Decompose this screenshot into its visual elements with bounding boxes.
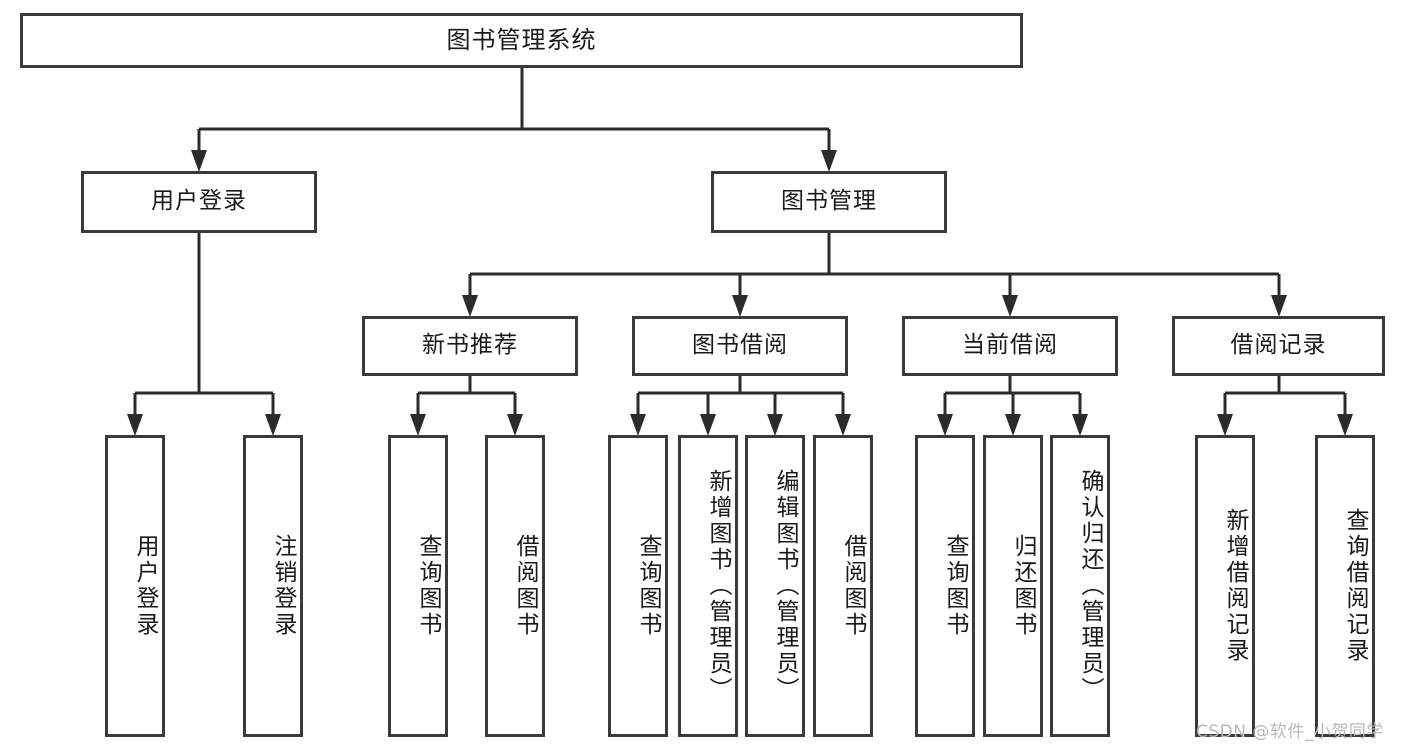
- node-label: 新增图书（管理员）: [705, 469, 731, 703]
- node-label: 确认归还（管理员）: [1077, 469, 1103, 703]
- node-label: 新增借阅记录: [1222, 508, 1248, 664]
- node-label: 借阅记录: [1230, 332, 1327, 359]
- node-leaf-edit-book[interactable]: 编辑图书（管理员）: [745, 435, 805, 737]
- node-leaf-borrow-book-rec[interactable]: 借阅图书: [485, 435, 545, 737]
- node-user-login[interactable]: 用户登录: [81, 171, 317, 233]
- node-label: 用户登录: [151, 188, 247, 215]
- node-label: 图书管理: [781, 188, 877, 215]
- node-label: 编辑图书（管理员）: [772, 469, 798, 703]
- node-book-manage[interactable]: 图书管理: [711, 171, 947, 233]
- node-leaf-query-book-rec[interactable]: 查询图书: [388, 435, 448, 737]
- node-label: 图书管理系统: [446, 26, 597, 55]
- node-new-book-rec[interactable]: 新书推荐: [362, 316, 578, 376]
- node-label: 借阅图书: [512, 534, 538, 638]
- node-leaf-add-book[interactable]: 新增图书（管理员）: [678, 435, 738, 737]
- node-root[interactable]: 图书管理系统: [20, 13, 1023, 68]
- node-label: 查询图书: [635, 534, 661, 638]
- node-leaf-borrow-book[interactable]: 借阅图书: [813, 435, 873, 737]
- node-borrow-record[interactable]: 借阅记录: [1172, 316, 1385, 376]
- node-leaf-query-book-borrow[interactable]: 查询图书: [608, 435, 668, 737]
- node-leaf-user-logout[interactable]: 注销登录: [243, 435, 303, 737]
- node-label: 图书借阅: [692, 332, 788, 359]
- node-book-borrow[interactable]: 图书借阅: [632, 316, 848, 376]
- node-leaf-return-book[interactable]: 归还图书: [983, 435, 1043, 737]
- node-label: 归还图书: [1010, 534, 1036, 638]
- node-label: 查询借阅记录: [1342, 508, 1368, 664]
- node-leaf-query-record[interactable]: 查询借阅记录: [1315, 435, 1375, 737]
- node-leaf-add-record[interactable]: 新增借阅记录: [1195, 435, 1255, 737]
- node-current-borrow[interactable]: 当前借阅: [902, 316, 1118, 376]
- node-leaf-query-book-cur[interactable]: 查询图书: [915, 435, 975, 737]
- node-label: 查询图书: [415, 534, 441, 638]
- node-label: 用户登录: [132, 534, 158, 638]
- node-leaf-user-login[interactable]: 用户登录: [105, 435, 165, 737]
- node-label: 查询图书: [942, 534, 968, 638]
- node-label: 借阅图书: [840, 534, 866, 638]
- node-label: 新书推荐: [422, 332, 518, 359]
- node-label: 当前借阅: [962, 332, 1058, 359]
- node-leaf-confirm-return[interactable]: 确认归还（管理员）: [1050, 435, 1110, 737]
- node-label: 注销登录: [270, 534, 296, 638]
